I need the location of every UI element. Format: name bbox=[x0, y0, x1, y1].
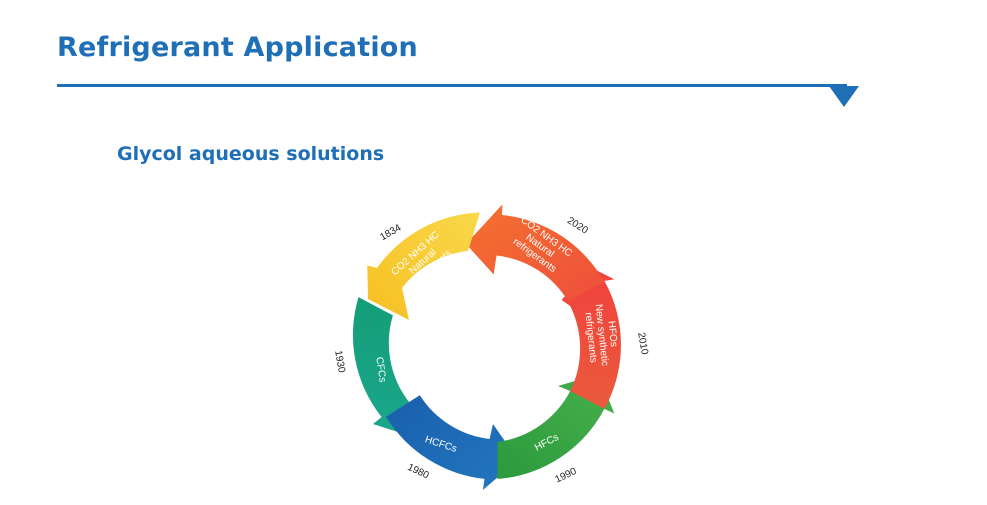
page-title: Refrigerant Application bbox=[57, 32, 418, 63]
year-label-1930: 1930 bbox=[332, 350, 347, 374]
year-label-2020: 2020 bbox=[565, 215, 590, 236]
section-subtitle: Glycol aqueous solutions bbox=[117, 143, 385, 165]
hfcs-arrow bbox=[497, 374, 615, 479]
title-divider bbox=[57, 84, 847, 87]
natural-1834-arrow bbox=[367, 212, 480, 320]
hcfcs-arrow bbox=[386, 395, 518, 490]
natural-2020-arrow bbox=[466, 204, 605, 301]
year-label-1834: 1834 bbox=[378, 222, 403, 243]
cfcs-arrow bbox=[352, 297, 420, 437]
hfos-label: HFOs New synthetic refrigerants bbox=[582, 302, 622, 370]
hfos-arrow bbox=[561, 268, 621, 409]
title-triangle-marker bbox=[829, 86, 859, 107]
year-label-1990: 1990 bbox=[554, 466, 579, 486]
refrigerant-cycle-diagram: CFCs HCFCs HFCs HFOs New synthetic refri… bbox=[332, 204, 650, 490]
year-label-1980: 1980 bbox=[406, 462, 431, 482]
cfcs-label: CFCs bbox=[373, 356, 387, 383]
year-label-2010: 2010 bbox=[635, 332, 650, 356]
